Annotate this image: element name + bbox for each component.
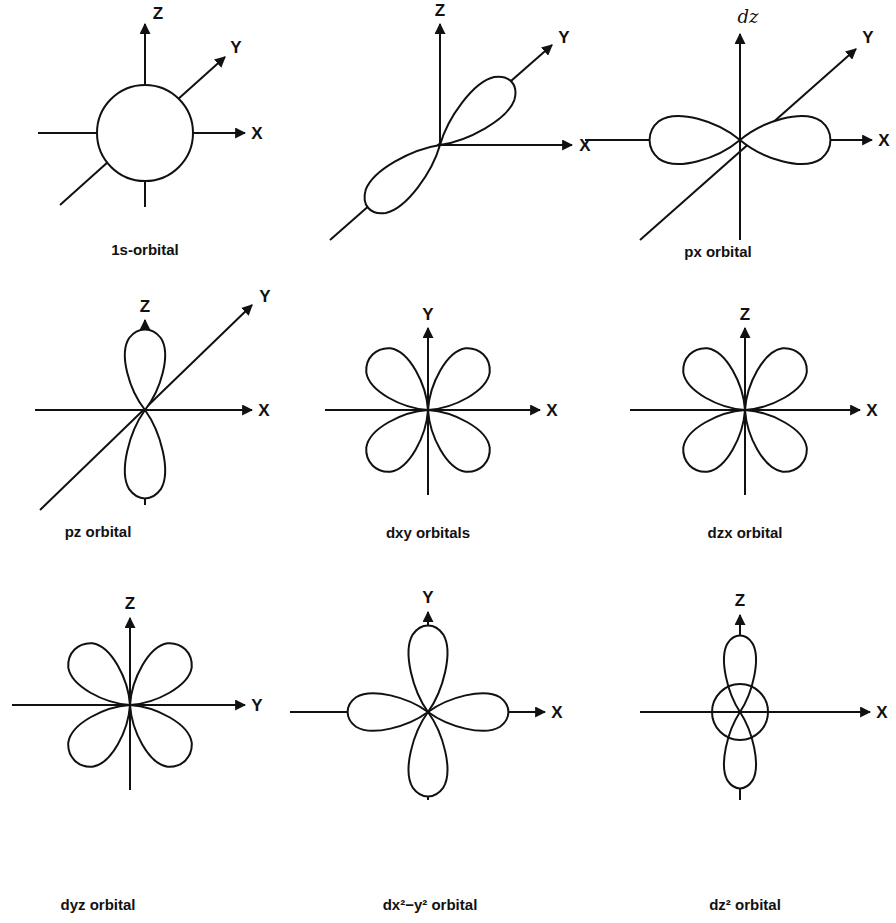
axis-label: Y [422,306,433,325]
axis-label: Y [422,589,433,608]
y-axis [330,45,552,240]
axis-label: Z [435,2,445,21]
axis-label: Y [251,697,262,716]
orbital-caption: dyz orbital [60,897,135,914]
z-axis [439,24,441,145]
orbital-caption: dzx orbital [707,525,782,542]
orbital-caption: dx²−y² orbital [383,897,478,914]
axis-label: Z [125,595,135,614]
orbital-lobe [427,67,524,159]
axis-label: Y [230,39,241,58]
axis-label: X [546,402,557,421]
dz2-orbital-figure [640,615,870,800]
orbital-lobe [357,395,443,481]
dyz-orbital-figure [12,618,245,790]
axis-label: Z [140,298,150,317]
orbital-lobe [724,712,756,788]
z-axis [739,34,741,240]
axis-label: X [579,137,590,156]
orbital-caption: px orbital [684,244,752,261]
orbital-lobe [724,636,756,712]
orbital-lobe [348,693,428,730]
py-orbital-figure [330,24,572,240]
handwritten-note: dz [737,7,758,27]
orbital-lobe [409,712,448,796]
axis-label: Z [735,592,745,611]
orbital-lobe [650,116,740,164]
pz-orbital-figure [35,305,252,510]
orbital-lobe [59,690,145,776]
x-axis [640,711,870,713]
orbital-caption: dxy orbitals [386,525,470,542]
orbital-lobe [428,693,508,730]
y-axis [60,57,225,205]
orbital-lobe [355,130,452,222]
orbital-lobe [740,116,830,164]
axis-label: Y [862,29,873,48]
s-orbital-figure [38,24,245,207]
axis-label: X [878,132,889,151]
axis-label: X [258,402,269,421]
dxy-orbital-figure [325,328,540,495]
x-axis [440,144,572,146]
y-axis [40,305,252,510]
axis-label: Y [259,288,270,307]
orbital-lobe [674,395,760,481]
orbital-lobe [125,410,165,498]
axis-label: Y [558,29,569,48]
orbital-caption: pz orbital [65,524,132,541]
axis-label: Z [153,5,163,24]
axis-label: Z [740,306,750,325]
dx2y2-orbital-figure [290,612,545,800]
orbital-caption: dz² orbital [709,897,781,914]
axis-label: X [551,704,562,723]
axis-label: X [251,125,262,144]
dzx-orbital-figure [630,328,860,495]
orbital-lobe [59,634,145,720]
orbital-lobe [357,339,443,425]
orbital-lobe [409,626,448,712]
orbital-lobe [125,330,165,410]
orbital-caption: 1s-orbital [111,242,179,259]
s-sphere [97,85,193,181]
px-orbital-figure [585,34,872,240]
y-axis [640,49,856,240]
torus-ring [712,684,768,740]
axis-label: X [876,704,887,723]
axis-label: X [866,402,877,421]
orbital-lobe [674,339,760,425]
